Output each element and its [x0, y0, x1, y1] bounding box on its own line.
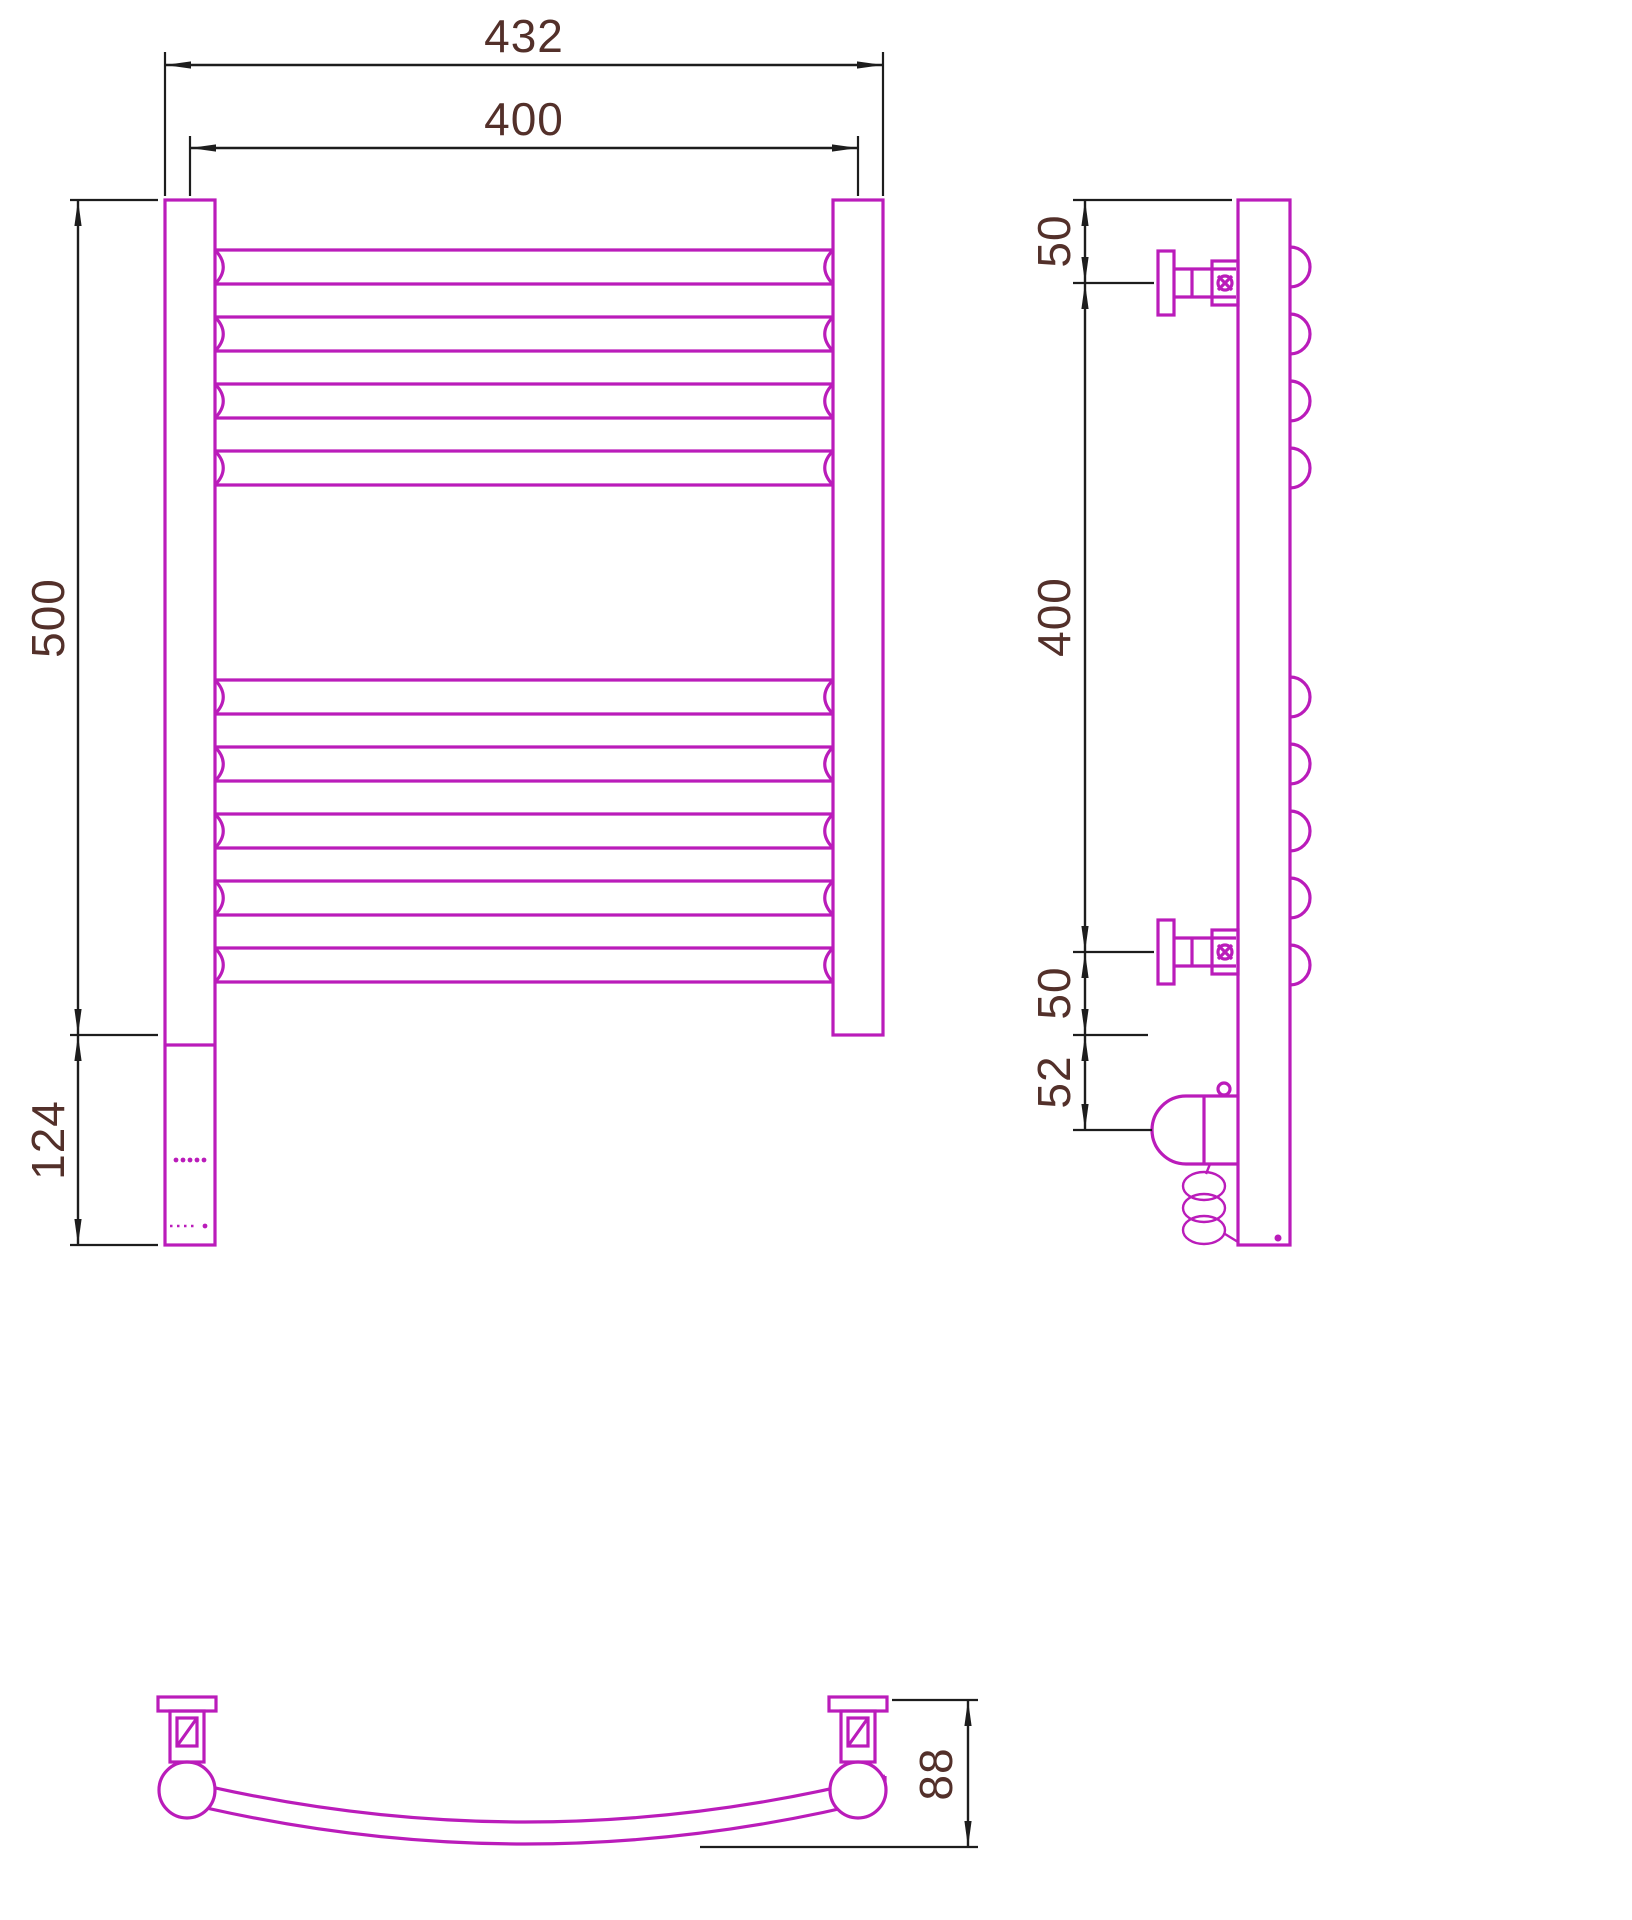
led-indicator-dots [173, 1157, 207, 1163]
rung [213, 745, 835, 783]
rung-end [1288, 742, 1312, 786]
rung-end [1288, 312, 1312, 356]
heater-knob [1216, 1081, 1232, 1097]
rung [213, 946, 835, 984]
wall-bracket-top [1156, 249, 1240, 317]
rung-end [1288, 379, 1312, 423]
depth-dimension-88: 88 [700, 1698, 978, 1849]
rung-end [1288, 245, 1312, 289]
rung [213, 382, 835, 420]
dim-label-432: 432 [484, 10, 564, 62]
mount-circle-left [157, 1760, 217, 1820]
dim-label-400: 400 [484, 93, 564, 145]
dim-label-88: 88 [910, 1747, 962, 1800]
dim-label-bottom-50: 50 [1028, 966, 1080, 1019]
wall-bracket-bottom [1156, 918, 1240, 986]
mount-bracket-left [156, 1695, 218, 1764]
width-dimension-400: 400 [188, 93, 860, 196]
width-dimension-432: 432 [163, 10, 885, 196]
cable-entry-dot [1274, 1234, 1282, 1242]
rung [213, 812, 835, 850]
height-dimension-124: 124 [22, 1035, 158, 1247]
mount-circle-right [828, 1760, 888, 1820]
side-dimension-400: 400 [1028, 283, 1154, 954]
rung-end [1288, 675, 1312, 719]
rung-end [1288, 943, 1312, 987]
height-dimension-500: 500 [22, 198, 158, 1037]
heater-cable-coil [1181, 1163, 1282, 1246]
rung [213, 678, 835, 716]
rung [213, 449, 835, 487]
curved-rail-section [163, 1774, 887, 1846]
mount-bracket-right [827, 1695, 889, 1764]
control-panel-marks [170, 1223, 208, 1229]
side-dimension-bottom-50: 50 [1028, 952, 1148, 1037]
rung [213, 879, 835, 917]
side-wall-plate [1236, 198, 1292, 1247]
heater-unit [1150, 1081, 1238, 1166]
side-dimension-top-50: 50 [1028, 198, 1232, 285]
rung-end [1288, 809, 1312, 853]
bottom-view: 88 [156, 1695, 978, 1849]
front-right-post [831, 198, 885, 1037]
rung [213, 315, 835, 353]
side-view: 50 400 50 52 [1028, 198, 1312, 1247]
dim-label-124: 124 [22, 1100, 74, 1180]
rung-end [1288, 876, 1312, 920]
dim-label-side-400: 400 [1028, 577, 1080, 657]
dim-label-52: 52 [1028, 1055, 1080, 1108]
dim-label-top-50: 50 [1028, 214, 1080, 267]
side-dimension-52: 52 [1028, 1035, 1152, 1132]
front-left-post [163, 198, 217, 1247]
rung [213, 248, 835, 286]
rung-end [1288, 446, 1312, 490]
dim-label-500: 500 [22, 578, 74, 658]
front-view: 432 400 500 124 [22, 10, 885, 1247]
